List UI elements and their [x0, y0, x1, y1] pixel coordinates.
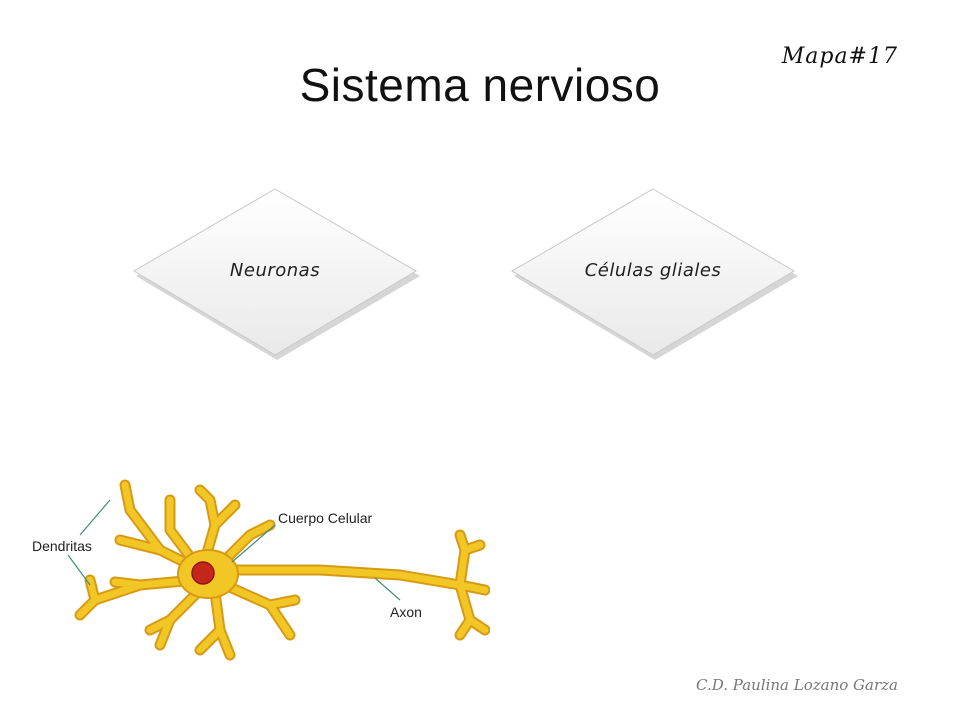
label-axon: Axon [390, 604, 422, 620]
label-cuerpo-celular: Cuerpo Celular [278, 510, 373, 526]
diamond-neuronas-label: Neuronas [229, 259, 321, 281]
neuron-illustration: Dendritas Cuerpo Celular Axon [20, 470, 491, 670]
map-number: Mapa#17 [781, 44, 898, 69]
nucleus [191, 561, 215, 585]
diamond-neuronas-shape [133, 188, 420, 360]
diamond-celulas-gliales-shape [511, 188, 798, 360]
diamond-celulas-gliales: Células gliales [508, 185, 798, 365]
slide-title: Sistema nervioso [299, 59, 661, 111]
diamond-celulas-gliales-label: Células gliales [584, 259, 722, 281]
author-footer: C.D. Paulina Lozano Garza [696, 676, 898, 694]
diamond-neuronas: Neuronas [130, 185, 420, 365]
label-dendritas: Dendritas [32, 538, 92, 554]
neuron-drawing [67, 479, 491, 661]
